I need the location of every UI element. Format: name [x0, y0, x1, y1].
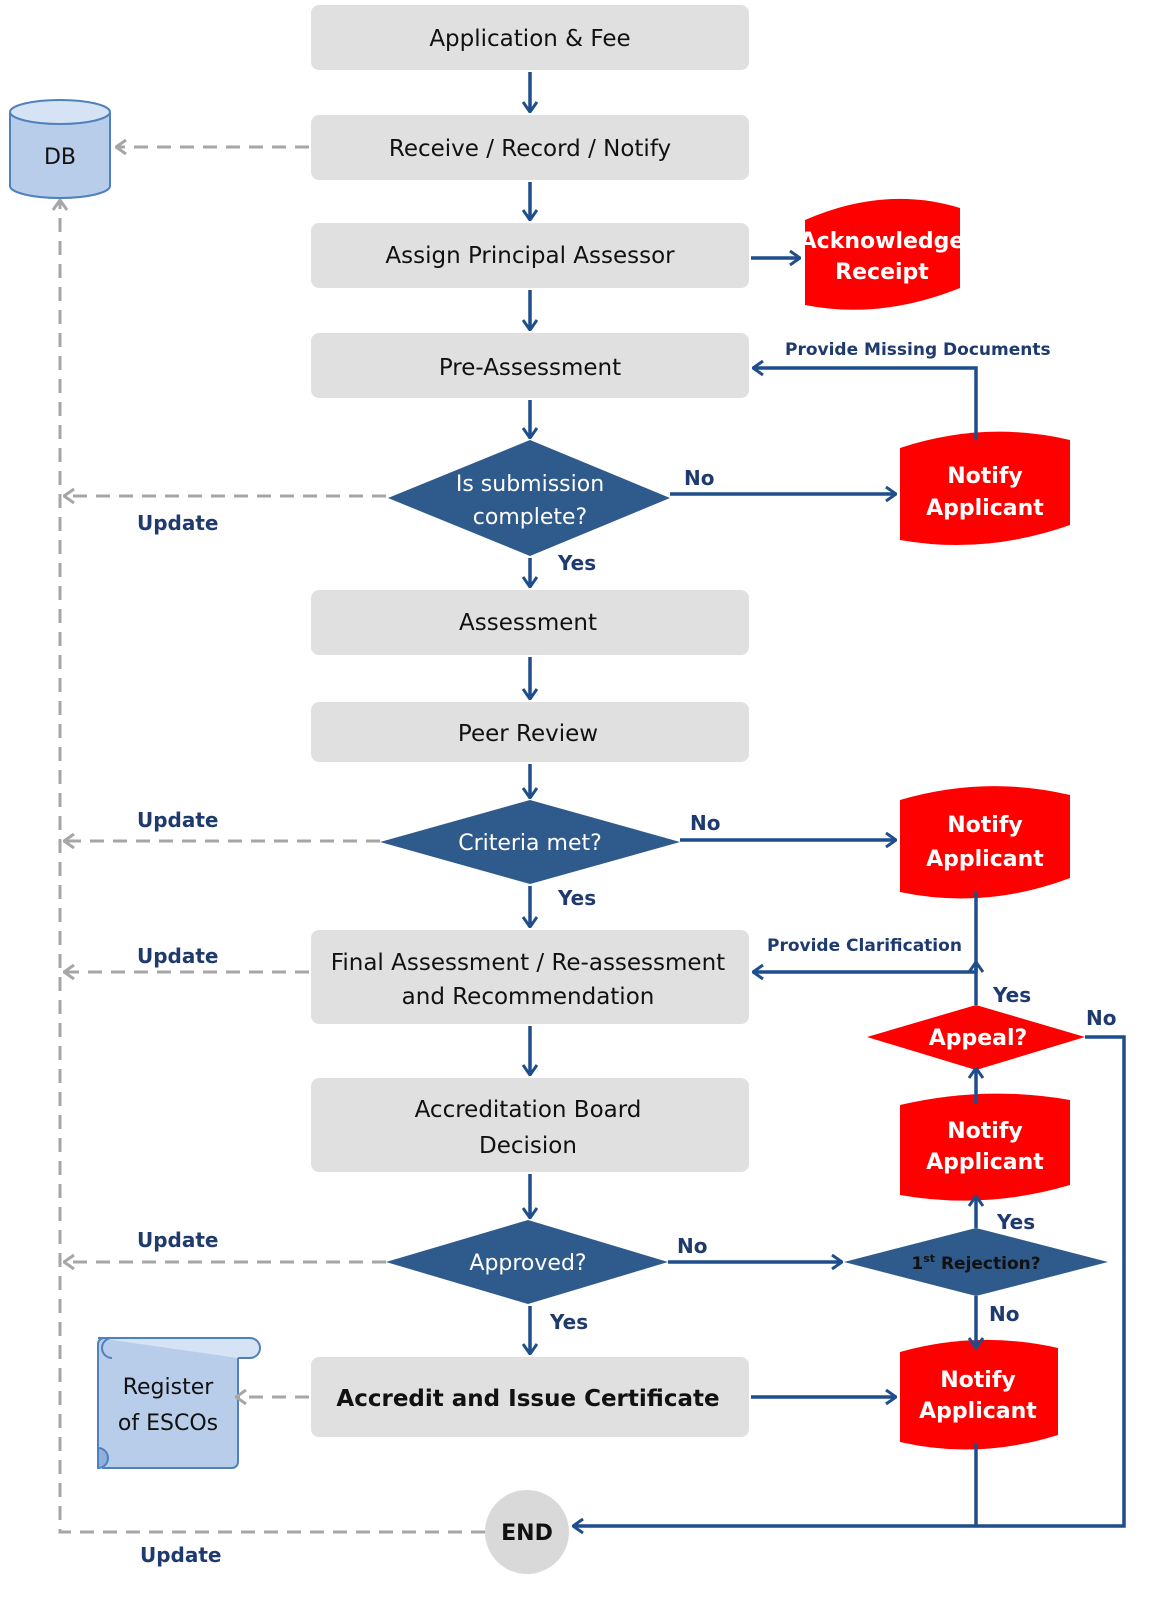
update-dashed-arrows — [60, 147, 485, 1534]
doc-notify1-line2: Applicant — [926, 496, 1044, 521]
decision-first-rejection: 1st Rejection? — [844, 1228, 1108, 1296]
register-label-line1: Register — [123, 1375, 215, 1400]
decision-submission-complete: Is submission complete? — [388, 440, 670, 556]
label-update-approved: Update — [137, 1228, 219, 1252]
flow-labels: No Yes No Yes No Yes Yes No Yes No Provi… — [137, 340, 1116, 1567]
label-no-approved: No — [677, 1234, 707, 1258]
label-update-final: Update — [137, 944, 219, 968]
process-assign-label: Assign Principal Assessor — [385, 243, 675, 269]
database-icon: DB — [9, 99, 111, 199]
label-yes-submission: Yes — [557, 551, 596, 575]
process-board-line1: Accreditation Board — [415, 1097, 642, 1123]
label-yes-appeal: Yes — [992, 983, 1031, 1007]
label-yes-approved: Yes — [549, 1310, 588, 1334]
doc-notify3-line1: Notify — [947, 1119, 1023, 1144]
doc-ack-line2: Receipt — [835, 260, 929, 285]
label-provide-missing: Provide Missing Documents — [785, 340, 1051, 360]
side-flow-arrows — [573, 258, 1126, 1526]
doc-notify-applicant-4: Notify Applicant — [900, 1339, 1058, 1450]
decision-approved: Approved? — [386, 1220, 668, 1304]
doc-notify-applicant-3: Notify Applicant — [900, 1093, 1070, 1201]
decision-appeal-label: Appeal? — [929, 1026, 1028, 1051]
doc-notify2-line1: Notify — [947, 813, 1023, 838]
process-application-label: Application & Fee — [429, 26, 630, 52]
decision-criteria-label: Criteria met? — [458, 831, 602, 856]
decision-submission-line2: complete? — [473, 505, 587, 530]
process-assessment-label: Assessment — [459, 610, 597, 636]
process-accredit: Accredit and Issue Certificate — [311, 1357, 749, 1437]
doc-notify4-line2: Applicant — [919, 1399, 1037, 1424]
register-label-line2: of ESCOs — [118, 1411, 218, 1436]
doc-notify4-line1: Notify — [940, 1368, 1016, 1393]
decision-rejection-label: 1st Rejection? — [911, 1252, 1040, 1274]
label-no-submission: No — [684, 466, 714, 490]
label-yes-criteria: Yes — [557, 886, 596, 910]
doc-acknowledge-receipt: Acknowledge Receipt — [800, 198, 965, 310]
process-assessment: Assessment — [311, 590, 749, 655]
doc-notify-applicant-2: Notify Applicant — [900, 786, 1070, 899]
register-scroll-icon: Register of ESCOs — [97, 1337, 261, 1470]
process-final-assessment: Final Assessment / Re-assessment and Rec… — [311, 930, 749, 1024]
end-label: END — [501, 1521, 553, 1546]
process-peer-review-label: Peer Review — [458, 721, 598, 747]
decision-appeal: Appeal? — [867, 1005, 1085, 1070]
decision-approved-label: Approved? — [469, 1251, 586, 1276]
label-provide-clarification: Provide Clarification — [767, 936, 962, 956]
label-update-submission: Update — [137, 511, 219, 535]
doc-notify1-line1: Notify — [947, 464, 1023, 489]
process-board-line2: Decision — [479, 1133, 577, 1159]
label-yes-rejection: Yes — [996, 1210, 1035, 1234]
doc-notify2-line2: Applicant — [926, 847, 1044, 872]
process-receive-label: Receive / Record / Notify — [389, 136, 671, 162]
process-final-line2: and Recommendation — [402, 984, 655, 1010]
decision-submission-line1: Is submission — [456, 472, 604, 497]
db-label: DB — [44, 145, 76, 170]
process-pre-assessment: Pre-Assessment — [311, 333, 749, 398]
label-no-appeal: No — [1086, 1006, 1116, 1030]
label-update-end: Update — [140, 1543, 222, 1567]
process-application: Application & Fee — [311, 5, 749, 70]
process-final-line1: Final Assessment / Re-assessment — [331, 950, 725, 976]
doc-ack-line1: Acknowledge — [800, 229, 965, 254]
process-peer-review: Peer Review — [311, 702, 749, 762]
process-pre-assessment-label: Pre-Assessment — [439, 355, 621, 381]
process-receive: Receive / Record / Notify — [311, 115, 749, 180]
label-update-criteria: Update — [137, 808, 219, 832]
process-assign: Assign Principal Assessor — [311, 223, 749, 288]
label-no-criteria: No — [690, 811, 720, 835]
end-terminator: END — [485, 1490, 569, 1574]
process-accredit-label: Accredit and Issue Certificate — [336, 1386, 719, 1412]
label-no-rejection: No — [989, 1302, 1019, 1326]
doc-notify-applicant-1: Notify Applicant — [900, 431, 1070, 545]
decision-criteria-met: Criteria met? — [380, 800, 680, 884]
process-board-decision: Accreditation Board Decision — [311, 1078, 749, 1172]
doc-notify3-line2: Applicant — [926, 1150, 1044, 1175]
